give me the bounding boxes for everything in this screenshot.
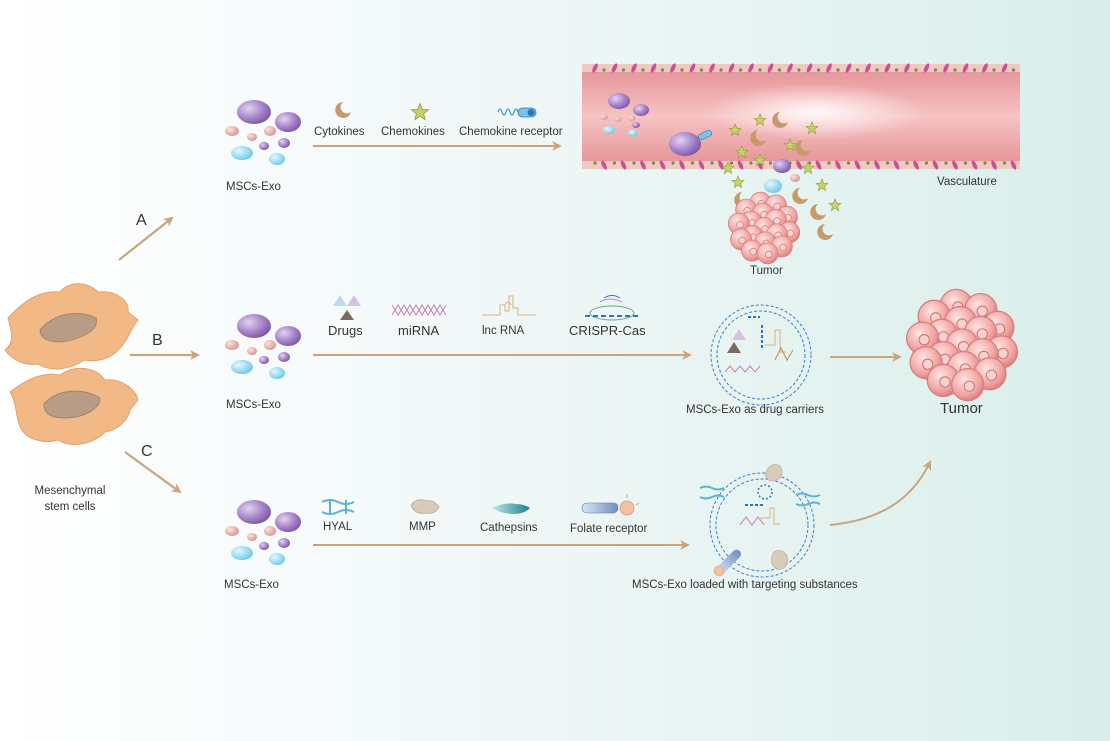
stem-cells-label-line2: stem cells bbox=[44, 501, 96, 513]
cytokines-label: Cytokines bbox=[314, 126, 365, 138]
mirna-label: miRNA bbox=[398, 323, 440, 338]
vessel-exosomes bbox=[600, 93, 800, 193]
crispr-cas-icon bbox=[585, 295, 640, 321]
targeting-loaded-exosome bbox=[699, 464, 821, 578]
tumor-small-label: Tumor bbox=[750, 265, 783, 277]
drug-carrier-label: MSCs-Exo as drug carriers bbox=[686, 404, 825, 416]
vasculature-label: Vasculature bbox=[937, 176, 997, 188]
exosome-cluster-a bbox=[225, 100, 301, 165]
folate-receptor-icon bbox=[581, 494, 640, 516]
exo-label-b: MSCs-Exo bbox=[226, 399, 281, 411]
exosome-cluster-b bbox=[225, 314, 301, 379]
branch-b-letter: B bbox=[152, 332, 163, 349]
hyal-label: HYAL bbox=[323, 521, 353, 533]
exo-label-c: MSCs-Exo bbox=[224, 579, 279, 591]
drugs-icon bbox=[333, 295, 361, 320]
cathepsins-icon bbox=[492, 503, 530, 514]
targeting-loaded-label: MSCs-Exo loaded with targeting substance… bbox=[632, 579, 858, 591]
mmp-icon bbox=[410, 499, 440, 514]
exo-label-a: MSCs-Exo bbox=[226, 181, 281, 193]
crispr-cas-label: CRISPR-Cas bbox=[569, 323, 646, 338]
lnc-rna-label: lnc RNA bbox=[482, 325, 525, 337]
lnc-rna-icon bbox=[482, 295, 536, 316]
tumor-small bbox=[727, 191, 801, 265]
arrow-to-branch-c bbox=[124, 451, 182, 494]
chemokine-icon bbox=[411, 103, 429, 121]
mmp-label: MMP bbox=[409, 521, 436, 533]
branch-c-letter: C bbox=[141, 443, 153, 460]
branch-a-letter: A bbox=[136, 212, 147, 229]
mesenchymal-stem-cells-illustration bbox=[4, 283, 139, 445]
mirna-icon bbox=[391, 304, 447, 316]
drugs-label: Drugs bbox=[328, 323, 363, 338]
stem-cells-label-line1: Mesenchymal bbox=[34, 485, 106, 497]
exosome-cluster-c bbox=[225, 500, 301, 565]
chemokine-receptor-icon bbox=[497, 107, 537, 118]
cytokine-icon bbox=[335, 102, 351, 118]
chemokines-label: Chemokines bbox=[381, 126, 445, 138]
tumor-large-label: Tumor bbox=[940, 400, 983, 417]
cathepsins-label: Cathepsins bbox=[480, 522, 538, 534]
chemokine-receptor-label: Chemokine receptor bbox=[459, 126, 563, 138]
tumor-large bbox=[905, 288, 1019, 402]
arrow-c-to-tumor bbox=[829, 460, 932, 526]
folate-receptor-label: Folate receptor bbox=[570, 523, 648, 535]
arrow-to-branch-a bbox=[118, 216, 174, 261]
hyal-icon bbox=[321, 499, 355, 515]
drug-carrier-exosome bbox=[710, 304, 812, 406]
